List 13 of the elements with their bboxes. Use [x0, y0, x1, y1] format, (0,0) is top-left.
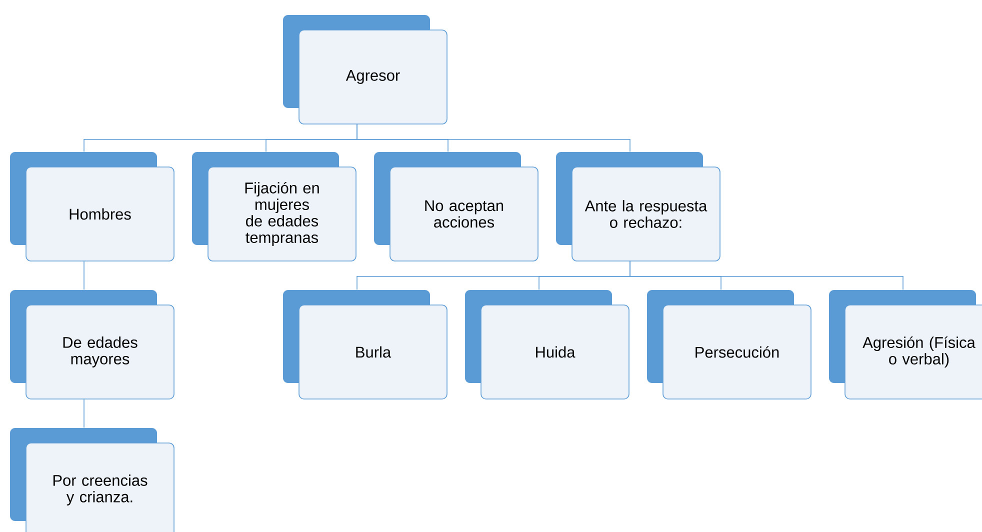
connector-line	[630, 261, 904, 290]
org-box: No aceptan acciones	[374, 152, 538, 262]
org-box: Persecución	[647, 290, 812, 400]
org-box: Agresor	[283, 15, 448, 124]
org-box: Ante la respuesta o rechazo:	[556, 152, 720, 262]
connector-line	[356, 124, 630, 152]
org-box: Burla	[283, 290, 448, 400]
org-box: Fijación en mujeres de edades tempranas	[192, 152, 356, 262]
org-box: De edades mayores	[10, 290, 174, 400]
org-box: Agresión (Física o verbal)	[829, 290, 982, 400]
org-box: Hombres	[10, 152, 174, 262]
org-box: Por creencias y crianza.	[10, 428, 174, 532]
org-box: Huida	[465, 290, 630, 400]
